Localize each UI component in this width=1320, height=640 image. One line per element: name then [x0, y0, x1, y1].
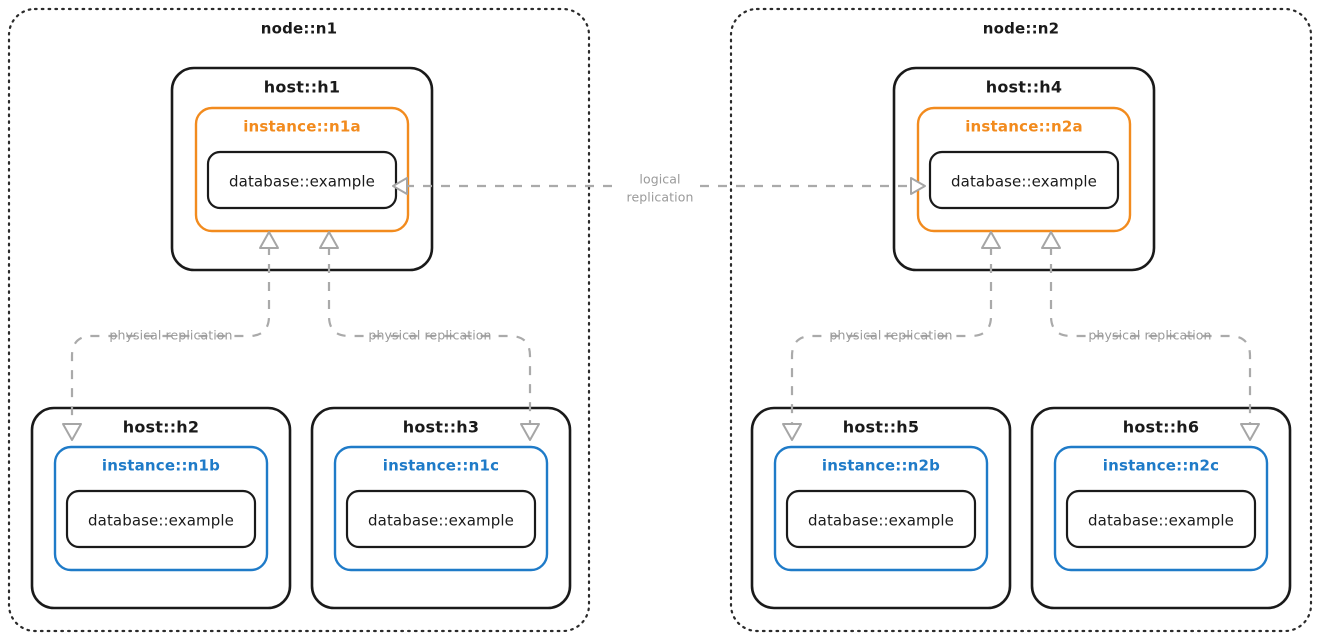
host-label-h1: host::h1: [264, 78, 340, 97]
instance-boundary-n1b: [53, 445, 269, 572]
node-group-n1[interactable]: node::n1: [7, 7, 591, 633]
database-boundary-h3: [345, 489, 537, 549]
host-label-h2: host::h2: [123, 418, 199, 437]
host-group-h2[interactable]: host::h2 instance::n1b database::example: [30, 406, 292, 610]
edge-physical-h1-h3-label: physical replication: [368, 328, 491, 343]
edge-physical-h4-h6-arrowhead: [1240, 423, 1260, 441]
host-group-h5[interactable]: host::h5 instance::n2b database::example: [750, 406, 1012, 610]
database-label-h2: database::example: [88, 512, 234, 530]
node-boundary-n2: [729, 7, 1313, 633]
instance-label-n1c: instance::n1c: [383, 457, 499, 475]
host-label-h4: host::h4: [986, 78, 1062, 97]
instance-label-n2c: instance::n2c: [1103, 457, 1219, 475]
edge-physical-h4-h6-label: physical replication: [1088, 328, 1211, 343]
edge-logical-arrowhead-right: [910, 177, 926, 195]
edge-physical-h1-h3-path: [327, 246, 532, 424]
edge-physical-h4-h6-arrowhead-source: [1041, 231, 1061, 249]
edge-physical-h1-h2-path: [70, 246, 271, 424]
host-label-h5: host::h5: [843, 418, 919, 437]
instance-boundary-n1c: [333, 445, 549, 572]
edge-physical-h4-h5-arrowhead: [782, 423, 802, 441]
edge-logical-arrowhead-left: [392, 177, 408, 195]
host-group-h6[interactable]: host::h6 instance::n2c database::example: [1030, 406, 1292, 610]
instance-boundary-n2c: [1053, 445, 1269, 572]
edge-physical-h4-h5-arrowhead-source: [981, 231, 1001, 249]
node-label-n2: node::n2: [983, 20, 1060, 38]
instance-label-n2b: instance::n2b: [822, 457, 940, 475]
edge-physical-h4-h5[interactable]: physical replication: [782, 246, 993, 441]
database-boundary-h4: [928, 150, 1120, 210]
node-label-n1: node::n1: [261, 20, 338, 38]
node-group-n2[interactable]: node::n2: [729, 7, 1313, 633]
host-label-h3: host::h3: [403, 418, 479, 437]
edge-physical-h1-h3-arrowhead-source: [319, 231, 339, 249]
database-boundary-h2: [65, 489, 257, 549]
database-boundary-h1: [206, 150, 398, 210]
edge-physical-h4-h5-label: physical replication: [829, 328, 952, 343]
edge-physical-h4-h6[interactable]: physical replication: [1049, 246, 1260, 441]
edge-logical-label-line2: replication: [626, 190, 693, 205]
edge-physical-h1-h2[interactable]: physical replication: [62, 246, 271, 441]
host-group-h4[interactable]: host::h4 instance::n2a database::example: [892, 66, 1156, 272]
edge-physical-h1-h2-arrowhead-source: [259, 231, 279, 249]
host-group-h3[interactable]: host::h3 instance::n1c database::example: [310, 406, 572, 610]
instance-label-n1a: instance::n1a: [243, 118, 361, 136]
database-boundary-h6: [1065, 489, 1257, 549]
database-label-h4: database::example: [951, 173, 1097, 191]
instance-label-n1b: instance::n1b: [102, 457, 220, 475]
instance-boundary-n1a: [194, 106, 410, 233]
edge-physical-h4-h5-path: [790, 246, 993, 424]
edge-physical-h1-h2-arrowhead: [62, 423, 82, 441]
node-boundary-n1: [7, 7, 591, 633]
database-boundary-h5: [785, 489, 977, 549]
host-group-h1[interactable]: host::h1 instance::n1a database::example: [170, 66, 434, 272]
edge-physical-h1-h2-label: physical replication: [109, 328, 232, 343]
instance-boundary-n2b: [773, 445, 989, 572]
database-label-h5: database::example: [808, 512, 954, 530]
edge-logical-replication[interactable]: logical replication: [392, 172, 926, 205]
database-label-h1: database::example: [229, 173, 375, 191]
edge-physical-h1-h3-arrowhead: [520, 423, 540, 441]
instance-boundary-n2a: [916, 106, 1132, 233]
edge-physical-h1-h3[interactable]: physical replication: [327, 246, 540, 441]
edge-physical-h4-h6-path: [1049, 246, 1252, 424]
host-label-h6: host::h6: [1123, 418, 1199, 437]
instance-label-n2a: instance::n2a: [965, 118, 1083, 136]
edge-logical-label-line1: logical: [639, 172, 680, 187]
database-label-h6: database::example: [1088, 512, 1234, 530]
database-label-h3: database::example: [368, 512, 514, 530]
